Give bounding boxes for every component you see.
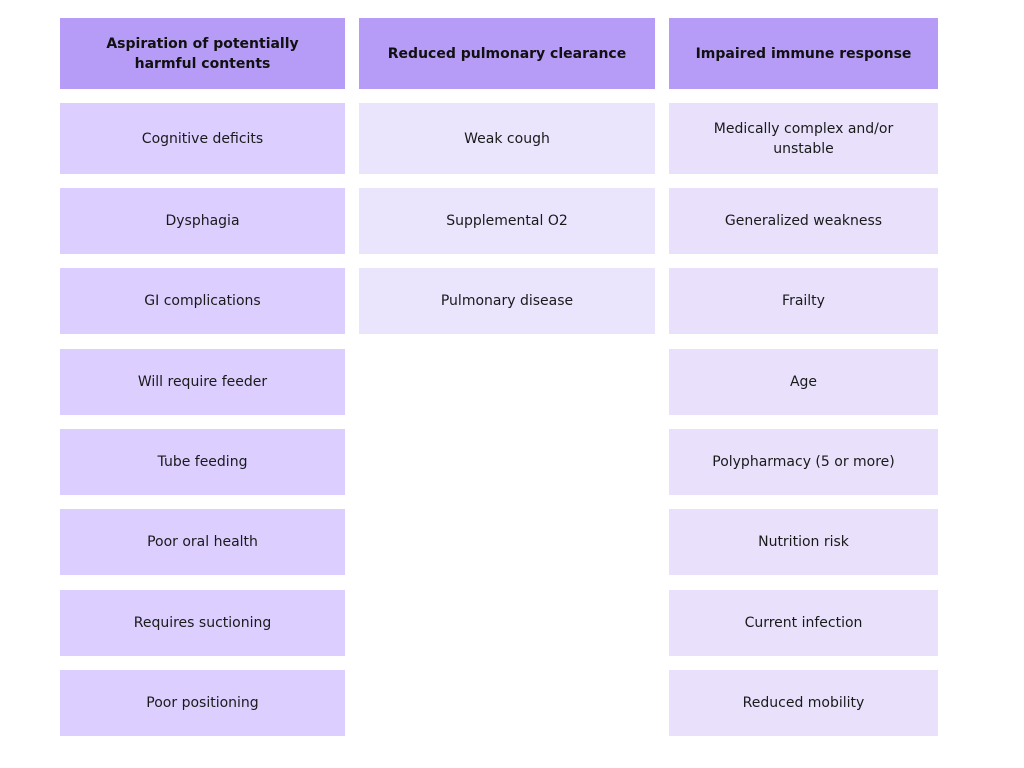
risk-item-dysphagia: Dysphagia (60, 188, 345, 254)
column-header-aspiration: Aspiration of potentially harmful conten… (60, 18, 345, 89)
risk-item-poor-oral-health: Poor oral health (60, 509, 345, 575)
risk-item-cognitive-deficits: Cognitive deficits (60, 103, 345, 174)
risk-item-weak-cough: Weak cough (359, 103, 655, 174)
risk-item-pulmonary-disease: Pulmonary disease (359, 268, 655, 334)
risk-item-polypharmacy: Polypharmacy (5 or more) (669, 429, 938, 495)
risk-item-frailty: Frailty (669, 268, 938, 334)
risk-item-medically-complex: Medically complex and/or unstable (669, 103, 938, 174)
risk-item-gi-complications: GI complications (60, 268, 345, 334)
risk-item-supplemental-o2: Supplemental O2 (359, 188, 655, 254)
risk-item-reduced-mobility: Reduced mobility (669, 670, 938, 736)
risk-item-nutrition-risk: Nutrition risk (669, 509, 938, 575)
risk-item-current-infection: Current infection (669, 590, 938, 656)
risk-item-age: Age (669, 349, 938, 415)
column-header-pulmonary-clearance: Reduced pulmonary clearance (359, 18, 655, 89)
risk-item-poor-positioning: Poor positioning (60, 670, 345, 736)
risk-item-will-require-feeder: Will require feeder (60, 349, 345, 415)
column-header-immune-response: Impaired immune response (669, 18, 938, 89)
risk-item-requires-suctioning: Requires suctioning (60, 590, 345, 656)
risk-item-generalized-weakness: Generalized weakness (669, 188, 938, 254)
risk-item-tube-feeding: Tube feeding (60, 429, 345, 495)
